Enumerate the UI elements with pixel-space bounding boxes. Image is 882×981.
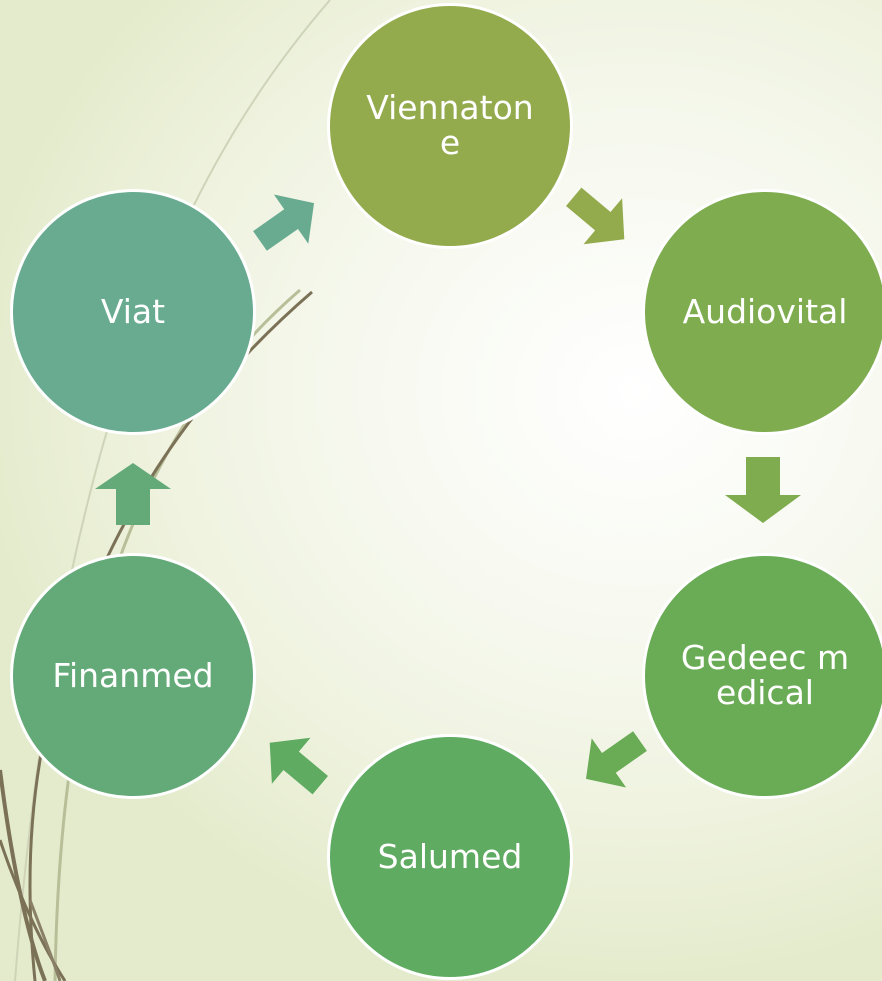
node-label: Gedeec medical <box>680 638 850 712</box>
node-viennatone: Viennatone <box>327 3 573 249</box>
node-salumed: Salumed <box>327 734 573 980</box>
node-label: Viennatone <box>366 88 534 162</box>
node-label: Salumed <box>377 836 523 876</box>
node-audiovital: Audiovital <box>642 189 882 435</box>
node-label: Audiovital <box>682 291 848 331</box>
node-label: Finanmed <box>52 655 214 695</box>
node-viat: Viat <box>10 189 256 435</box>
arrow-salumed-to-finanmed <box>269 737 328 795</box>
node-gedeec-medical: Gedeec medical <box>642 553 882 799</box>
arrow-viennatone-to-audiovital <box>566 187 625 245</box>
arrow-viat-to-viennatone <box>253 194 315 251</box>
decorative-curve-bottom-1 <box>0 769 47 981</box>
decorative-curve-bottom-3 <box>28 899 62 981</box>
decorative-curve-bottom-2 <box>0 839 67 981</box>
arrow-audiovital-to-gedeec-medical <box>725 457 801 523</box>
arrow-finanmed-to-viat <box>95 463 171 525</box>
arrow-gedeec-medical-to-salumed <box>585 731 647 788</box>
node-finanmed: Finanmed <box>10 553 256 799</box>
node-label: Viat <box>100 291 166 331</box>
